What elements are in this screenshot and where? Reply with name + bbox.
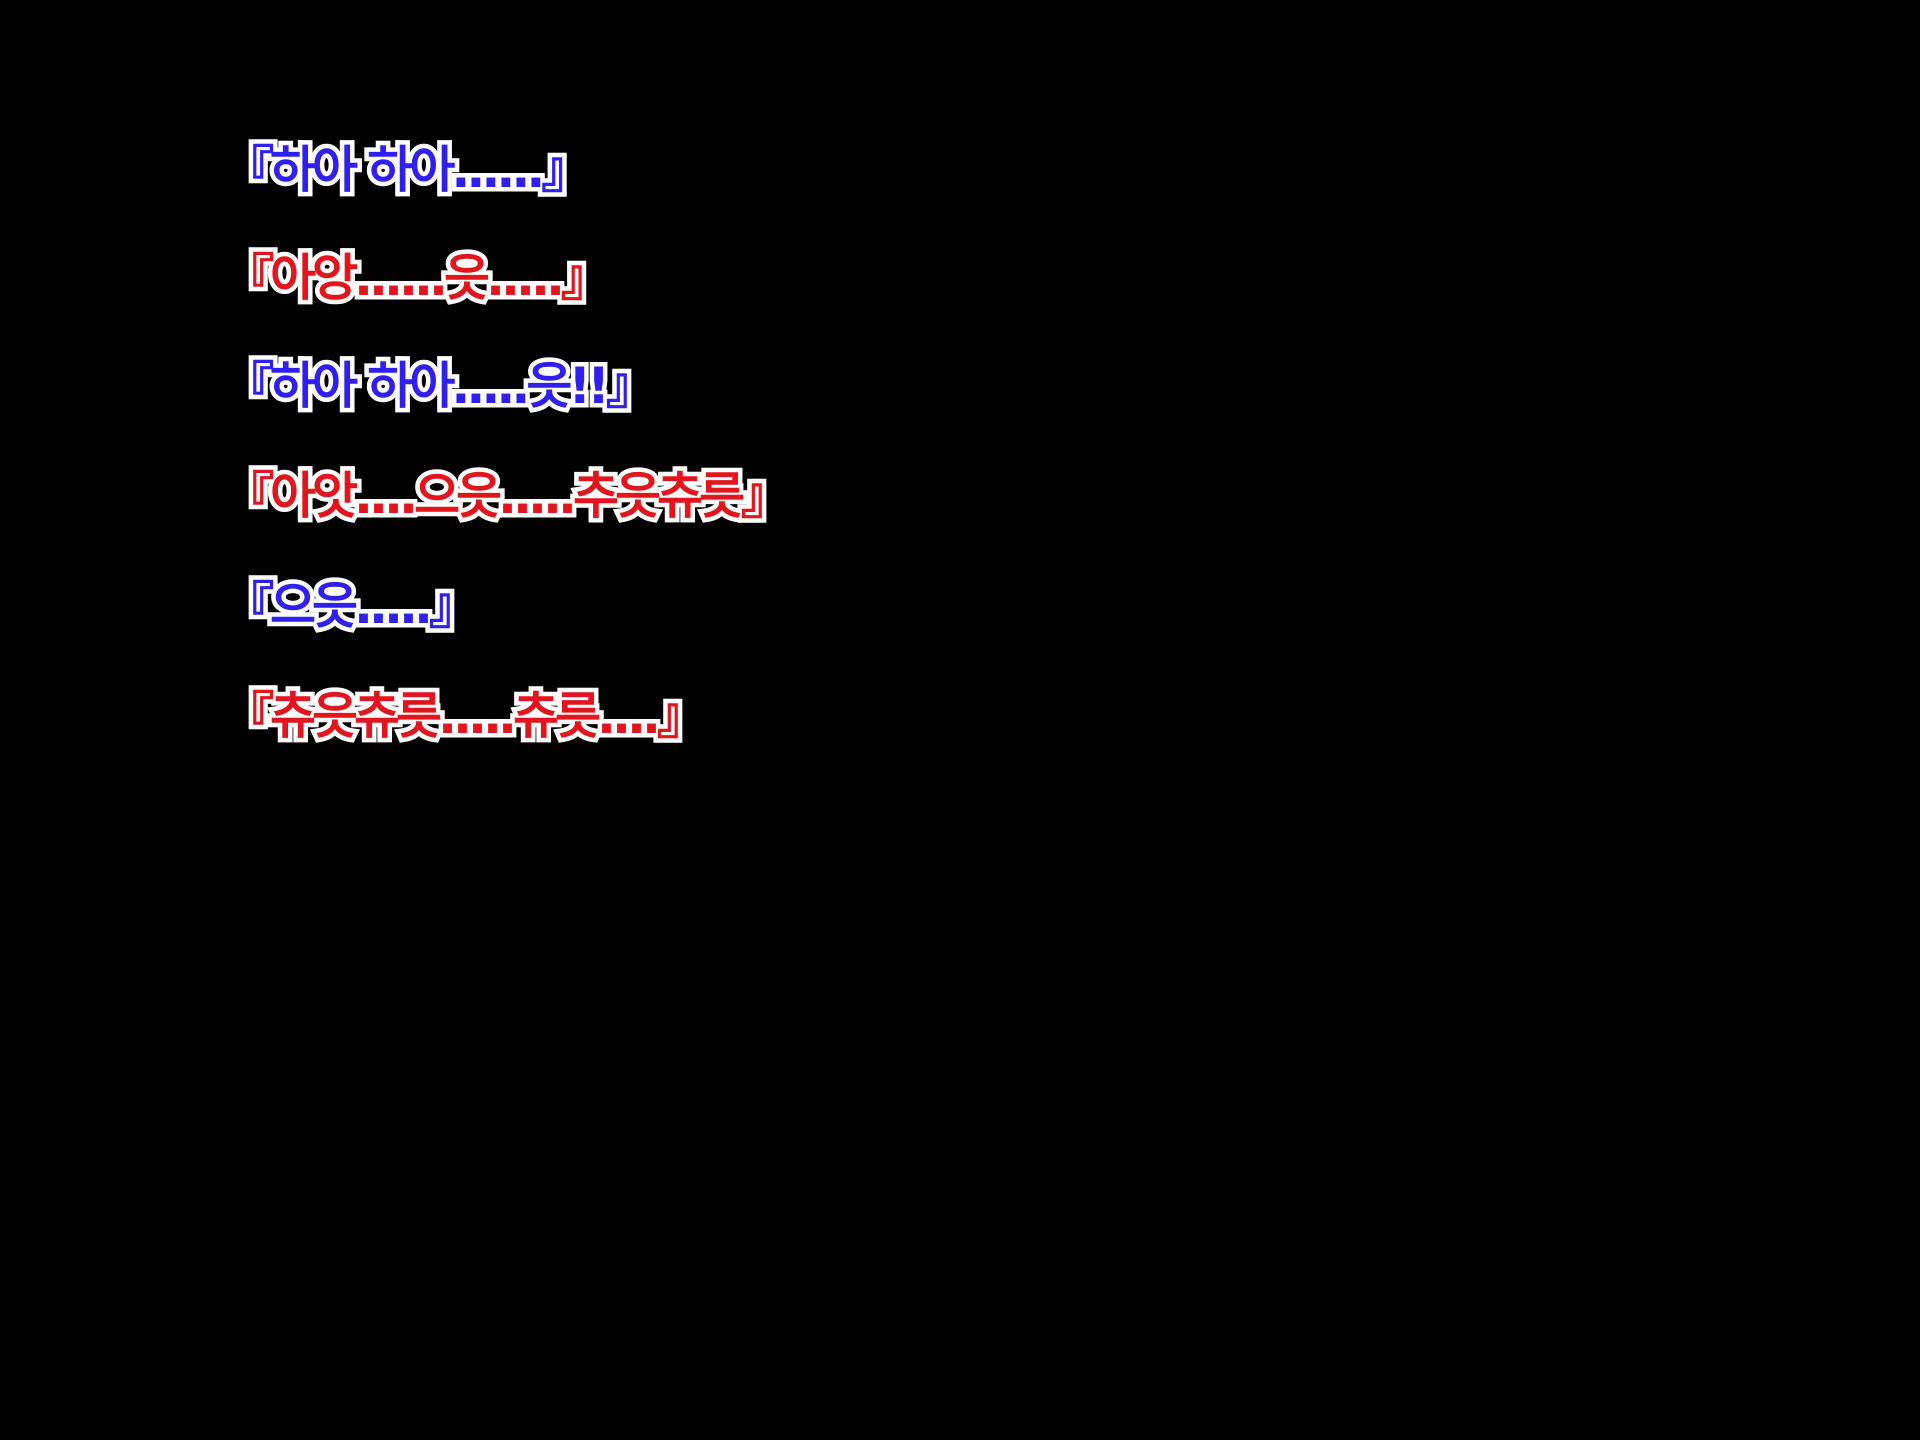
dialogue-line-6: 『츄읏츄릇.....츄릇....』 [220, 683, 712, 750]
dialogue-line-4: 『아앗....으읏.....추읏츄릇』 [220, 463, 796, 530]
dialogue-line-5: 『으읏.....』 [220, 573, 484, 640]
dialogue-line-2: 『아앙......읏.....』 [220, 245, 616, 312]
dialogue-line-1: 『하아 하아......』 [219, 137, 595, 204]
dialogue-line-3: 『하아 하아.....읏!!』 [220, 353, 661, 420]
